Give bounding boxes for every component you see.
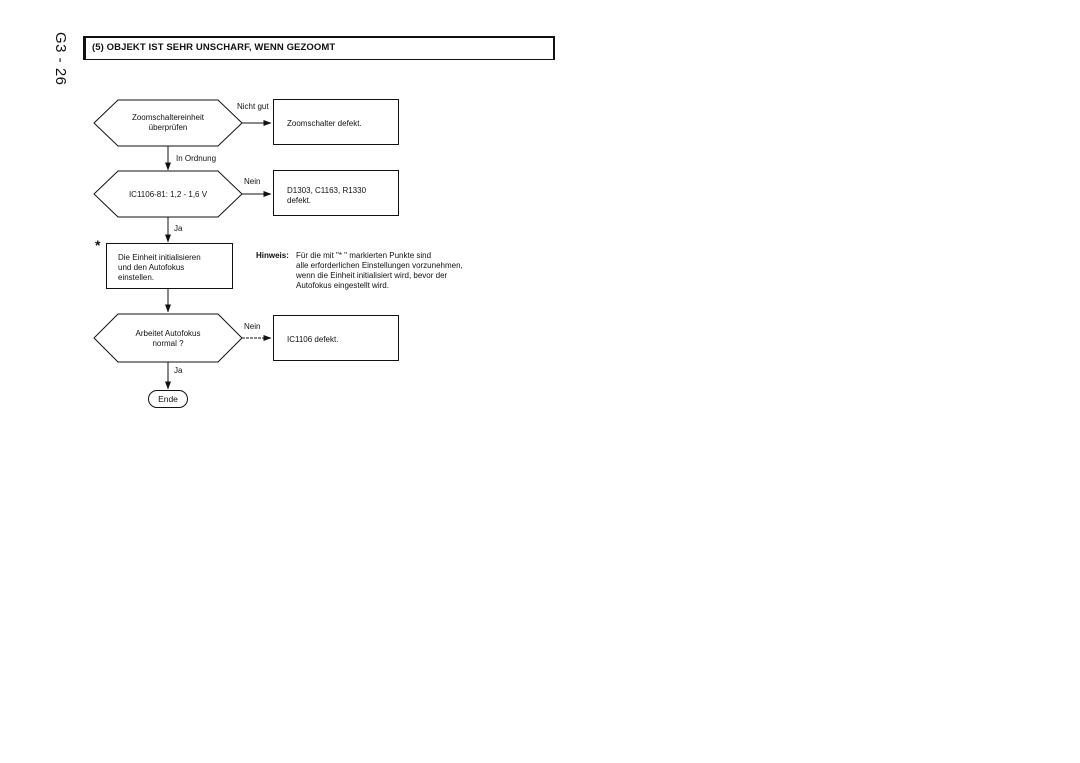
note-line1: Für die mit "* " markierten Punkte sind bbox=[296, 251, 432, 260]
result2-line1: D1303, C1163, R1330 bbox=[287, 186, 367, 195]
decision2-yes-label: Ja bbox=[174, 224, 183, 233]
section-title-box: (5) OBJEKT IST SEHR UNSCHARF, WENN GEZOO… bbox=[83, 36, 555, 60]
decision1-yes-label: In Ordnung bbox=[176, 154, 217, 163]
decision3-line2: normal ? bbox=[152, 339, 184, 348]
process1-line2: und den Autofokus bbox=[118, 263, 185, 272]
note-line4: Autofokus eingestellt wird. bbox=[296, 281, 389, 290]
decision3-line1: Arbeitet Autofokus bbox=[135, 329, 201, 338]
asterisk-marker: * bbox=[95, 237, 101, 253]
result2-box: D1303, C1163, R1330 defekt. bbox=[273, 170, 399, 216]
decision2-shape bbox=[93, 170, 243, 218]
decision2-no-label: Nein bbox=[244, 177, 261, 186]
result2-line2: defekt. bbox=[287, 196, 312, 205]
decision3-no-label: Nein bbox=[244, 322, 261, 331]
decision1-line1: Zoomschaltereinheit bbox=[131, 113, 205, 122]
decision1-shape bbox=[93, 99, 243, 147]
process1-line1: Die Einheit initialisieren bbox=[118, 253, 201, 262]
result1-box: Zoomschalter defekt. bbox=[273, 99, 399, 145]
decision3-shape bbox=[93, 313, 243, 363]
result3-box: IC1106 defekt. bbox=[273, 315, 399, 361]
note-label: Hinweis: bbox=[256, 251, 289, 260]
result3-text: IC1106 defekt. bbox=[287, 335, 339, 344]
end-terminal: Ende bbox=[148, 390, 188, 408]
page-number: G3 - 26 bbox=[52, 32, 69, 86]
decision1-no-label: Nicht gut bbox=[237, 102, 269, 111]
note-line2: alle erforderlichen Einstellungen vorzun… bbox=[296, 261, 463, 270]
decision2-text: IC1106-81: 1,2 - 1,6 V bbox=[128, 190, 208, 199]
section-title: (5) OBJEKT IST SEHR UNSCHARF, WENN GEZOO… bbox=[92, 42, 336, 53]
decision1-line2: überprüfen bbox=[148, 123, 188, 132]
process1-box: Die Einheit initialisieren und den Autof… bbox=[106, 243, 233, 289]
result1-text: Zoomschalter defekt. bbox=[287, 119, 362, 128]
decision3-yes-label: Ja bbox=[174, 366, 183, 375]
note-line3: wenn die Einheit initialisiert wird, bev… bbox=[296, 271, 448, 280]
process1-line3: einstellen. bbox=[118, 273, 155, 282]
